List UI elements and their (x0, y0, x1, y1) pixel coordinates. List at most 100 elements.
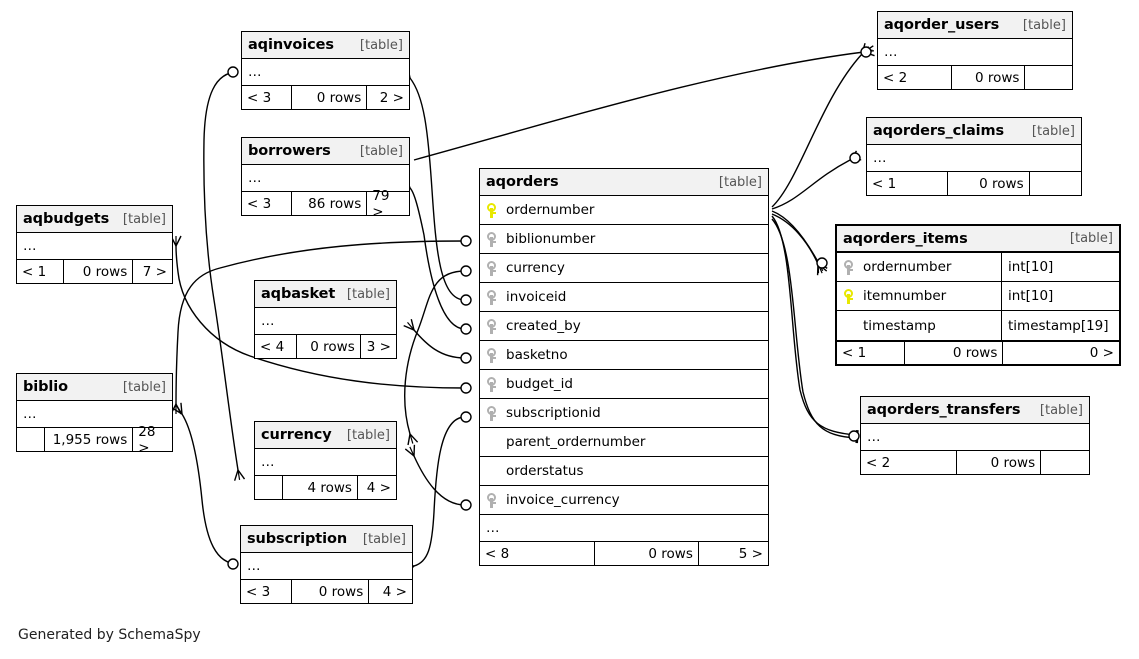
column-name: ordernumber (863, 259, 952, 275)
table-header: borrowers [table] (242, 138, 409, 165)
table-aqorders_transfers[interactable]: aqorders_transfers [table] … < 2 0 rows (860, 396, 1090, 475)
columns-ellipsis: … (23, 406, 38, 422)
column-row[interactable]: created_by (480, 312, 768, 341)
footer-children[interactable]: 79 > (372, 187, 390, 220)
column-row[interactable]: subscriptionid (480, 399, 768, 428)
primary-key-icon (837, 288, 861, 304)
table-footer: < 1 0 rows (867, 171, 1081, 195)
table-name: biblio (23, 379, 69, 395)
column-name: basketno (506, 347, 568, 363)
table-footer: < 8 0 rows 5 > (480, 541, 768, 565)
table-name: aqinvoices (248, 37, 334, 53)
columns-ellipsis: … (23, 238, 38, 254)
table-type: [table] (346, 286, 390, 302)
footer-parents[interactable]: < 1 (837, 342, 905, 364)
table-aqinvoices[interactable]: aqinvoices [table] … < 3 0 rows 2 > (241, 31, 410, 110)
table-currency[interactable]: currency [table] … 4 rows 4 > (254, 421, 397, 500)
column-row[interactable]: timestamp timestamp[19] (837, 311, 1119, 340)
table-type: [table] (1031, 123, 1075, 139)
columns-ellipsis: … (261, 454, 276, 470)
column-row[interactable]: budget_id (480, 370, 768, 399)
footer-children[interactable]: 3 > (366, 338, 391, 355)
table-header: aqbudgets [table] (17, 206, 172, 233)
footer-rowcount: 0 rows (595, 542, 699, 565)
column-row[interactable]: ordernumber (480, 196, 768, 225)
footer-rowcount: 0 rows (292, 580, 370, 603)
column-name: subscriptionid (506, 405, 601, 421)
table-borrowers[interactable]: borrowers [table] … < 3 86 rows 79 > (241, 137, 410, 220)
table-subscription[interactable]: subscription [table] … < 3 0 rows 4 > (240, 525, 413, 604)
table-type: [table] (346, 427, 390, 443)
column-row[interactable]: biblionumber (480, 225, 768, 254)
footer-parents[interactable]: < 1 (867, 172, 949, 195)
footer-children[interactable]: 5 > (738, 545, 763, 562)
column-row[interactable]: ordernumber int[10] (837, 253, 1119, 282)
column-row[interactable]: parent_ordernumber (480, 428, 768, 457)
table-footer: 4 rows 4 > (255, 475, 396, 499)
column-row[interactable]: invoiceid (480, 283, 768, 312)
table-type: [table] (362, 531, 406, 547)
footer-parents[interactable]: < 3 (241, 580, 293, 603)
columns-ellipsis: … (261, 313, 276, 329)
table-rows: … (17, 401, 172, 427)
footer-children[interactable]: 7 > (142, 263, 167, 280)
foreign-key-icon (480, 347, 504, 363)
footer-rowcount: 86 rows (292, 192, 368, 215)
table-type: [table] (1039, 402, 1083, 418)
column-row[interactable]: itemnumber int[10] (837, 282, 1119, 311)
table-footer: < 2 0 rows (878, 65, 1072, 89)
column-row[interactable]: basketno (480, 341, 768, 370)
table-biblio[interactable]: biblio [table] … 1,955 rows 28 > (16, 373, 173, 456)
table-aqorders_claims[interactable]: aqorders_claims [table] … < 1 0 rows (866, 117, 1082, 196)
table-header: aqinvoices [table] (242, 32, 409, 59)
footer-parents[interactable]: < 3 (242, 192, 293, 215)
column-name: biblionumber (506, 231, 596, 247)
column-row[interactable]: currency (480, 254, 768, 283)
footer-parents[interactable]: < 1 (17, 260, 64, 283)
column-row[interactable]: invoice_currency (480, 486, 768, 515)
footer-parents[interactable]: < 8 (480, 542, 596, 565)
footer-rowcount: 0 rows (297, 335, 361, 358)
table-name: aqorders (486, 174, 559, 190)
column-name: budget_id (506, 376, 573, 392)
column-type: int[10] (1001, 253, 1119, 281)
table-footer: < 3 0 rows 4 > (241, 579, 412, 603)
footer-parents[interactable] (255, 476, 284, 499)
table-rows: ordernumber biblionumber currency invoic… (480, 196, 768, 541)
footer-children[interactable]: 4 > (366, 479, 391, 496)
footer-parents[interactable]: < 2 (878, 66, 952, 89)
table-footer: < 1 0 rows 7 > (17, 259, 172, 283)
footer-children[interactable] (1025, 66, 1072, 89)
table-name: aqbudgets (23, 211, 110, 227)
table-header: aqorders_transfers [table] (861, 397, 1089, 424)
table-aqorders_items[interactable]: aqorders_items [table] ordernumber int[1… (835, 224, 1121, 366)
table-aqorder_users[interactable]: aqorder_users [table] … < 2 0 rows (877, 11, 1073, 90)
foreign-key-icon (480, 289, 504, 305)
columns-ellipsis: … (486, 520, 501, 536)
table-aqbudgets[interactable]: aqbudgets [table] … < 1 0 rows 7 > (16, 205, 173, 284)
columns-ellipsis: … (248, 64, 263, 80)
foreign-key-icon (480, 260, 504, 276)
column-name: invoice_currency (506, 492, 620, 508)
table-type: [table] (1022, 17, 1066, 33)
footer-children[interactable]: 4 > (382, 583, 407, 600)
columns-ellipsis: … (248, 170, 263, 186)
footer-parents[interactable] (17, 428, 45, 451)
table-type: [table] (718, 174, 762, 190)
table-header: aqorders [table] (480, 169, 768, 196)
footer-parents[interactable]: < 4 (255, 335, 298, 358)
footer-children[interactable]: 2 > (379, 89, 404, 106)
table-header: biblio [table] (17, 374, 172, 401)
column-row[interactable]: orderstatus (480, 457, 768, 486)
table-type: [table] (122, 211, 166, 227)
footer-children[interactable]: 0 > (1089, 345, 1114, 361)
footer-parents[interactable]: < 2 (861, 451, 957, 474)
footer-parents[interactable]: < 3 (242, 86, 293, 109)
table-aqorders[interactable]: aqorders [table] ordernumber biblionumbe… (479, 168, 769, 566)
footer-children[interactable] (1041, 451, 1089, 474)
column-name: timestamp (863, 317, 936, 334)
table-aqbasket[interactable]: aqbasket [table] … < 4 0 rows 3 > (254, 280, 397, 359)
footer-children[interactable]: 28 > (138, 423, 156, 456)
footer-children[interactable] (1030, 172, 1081, 195)
